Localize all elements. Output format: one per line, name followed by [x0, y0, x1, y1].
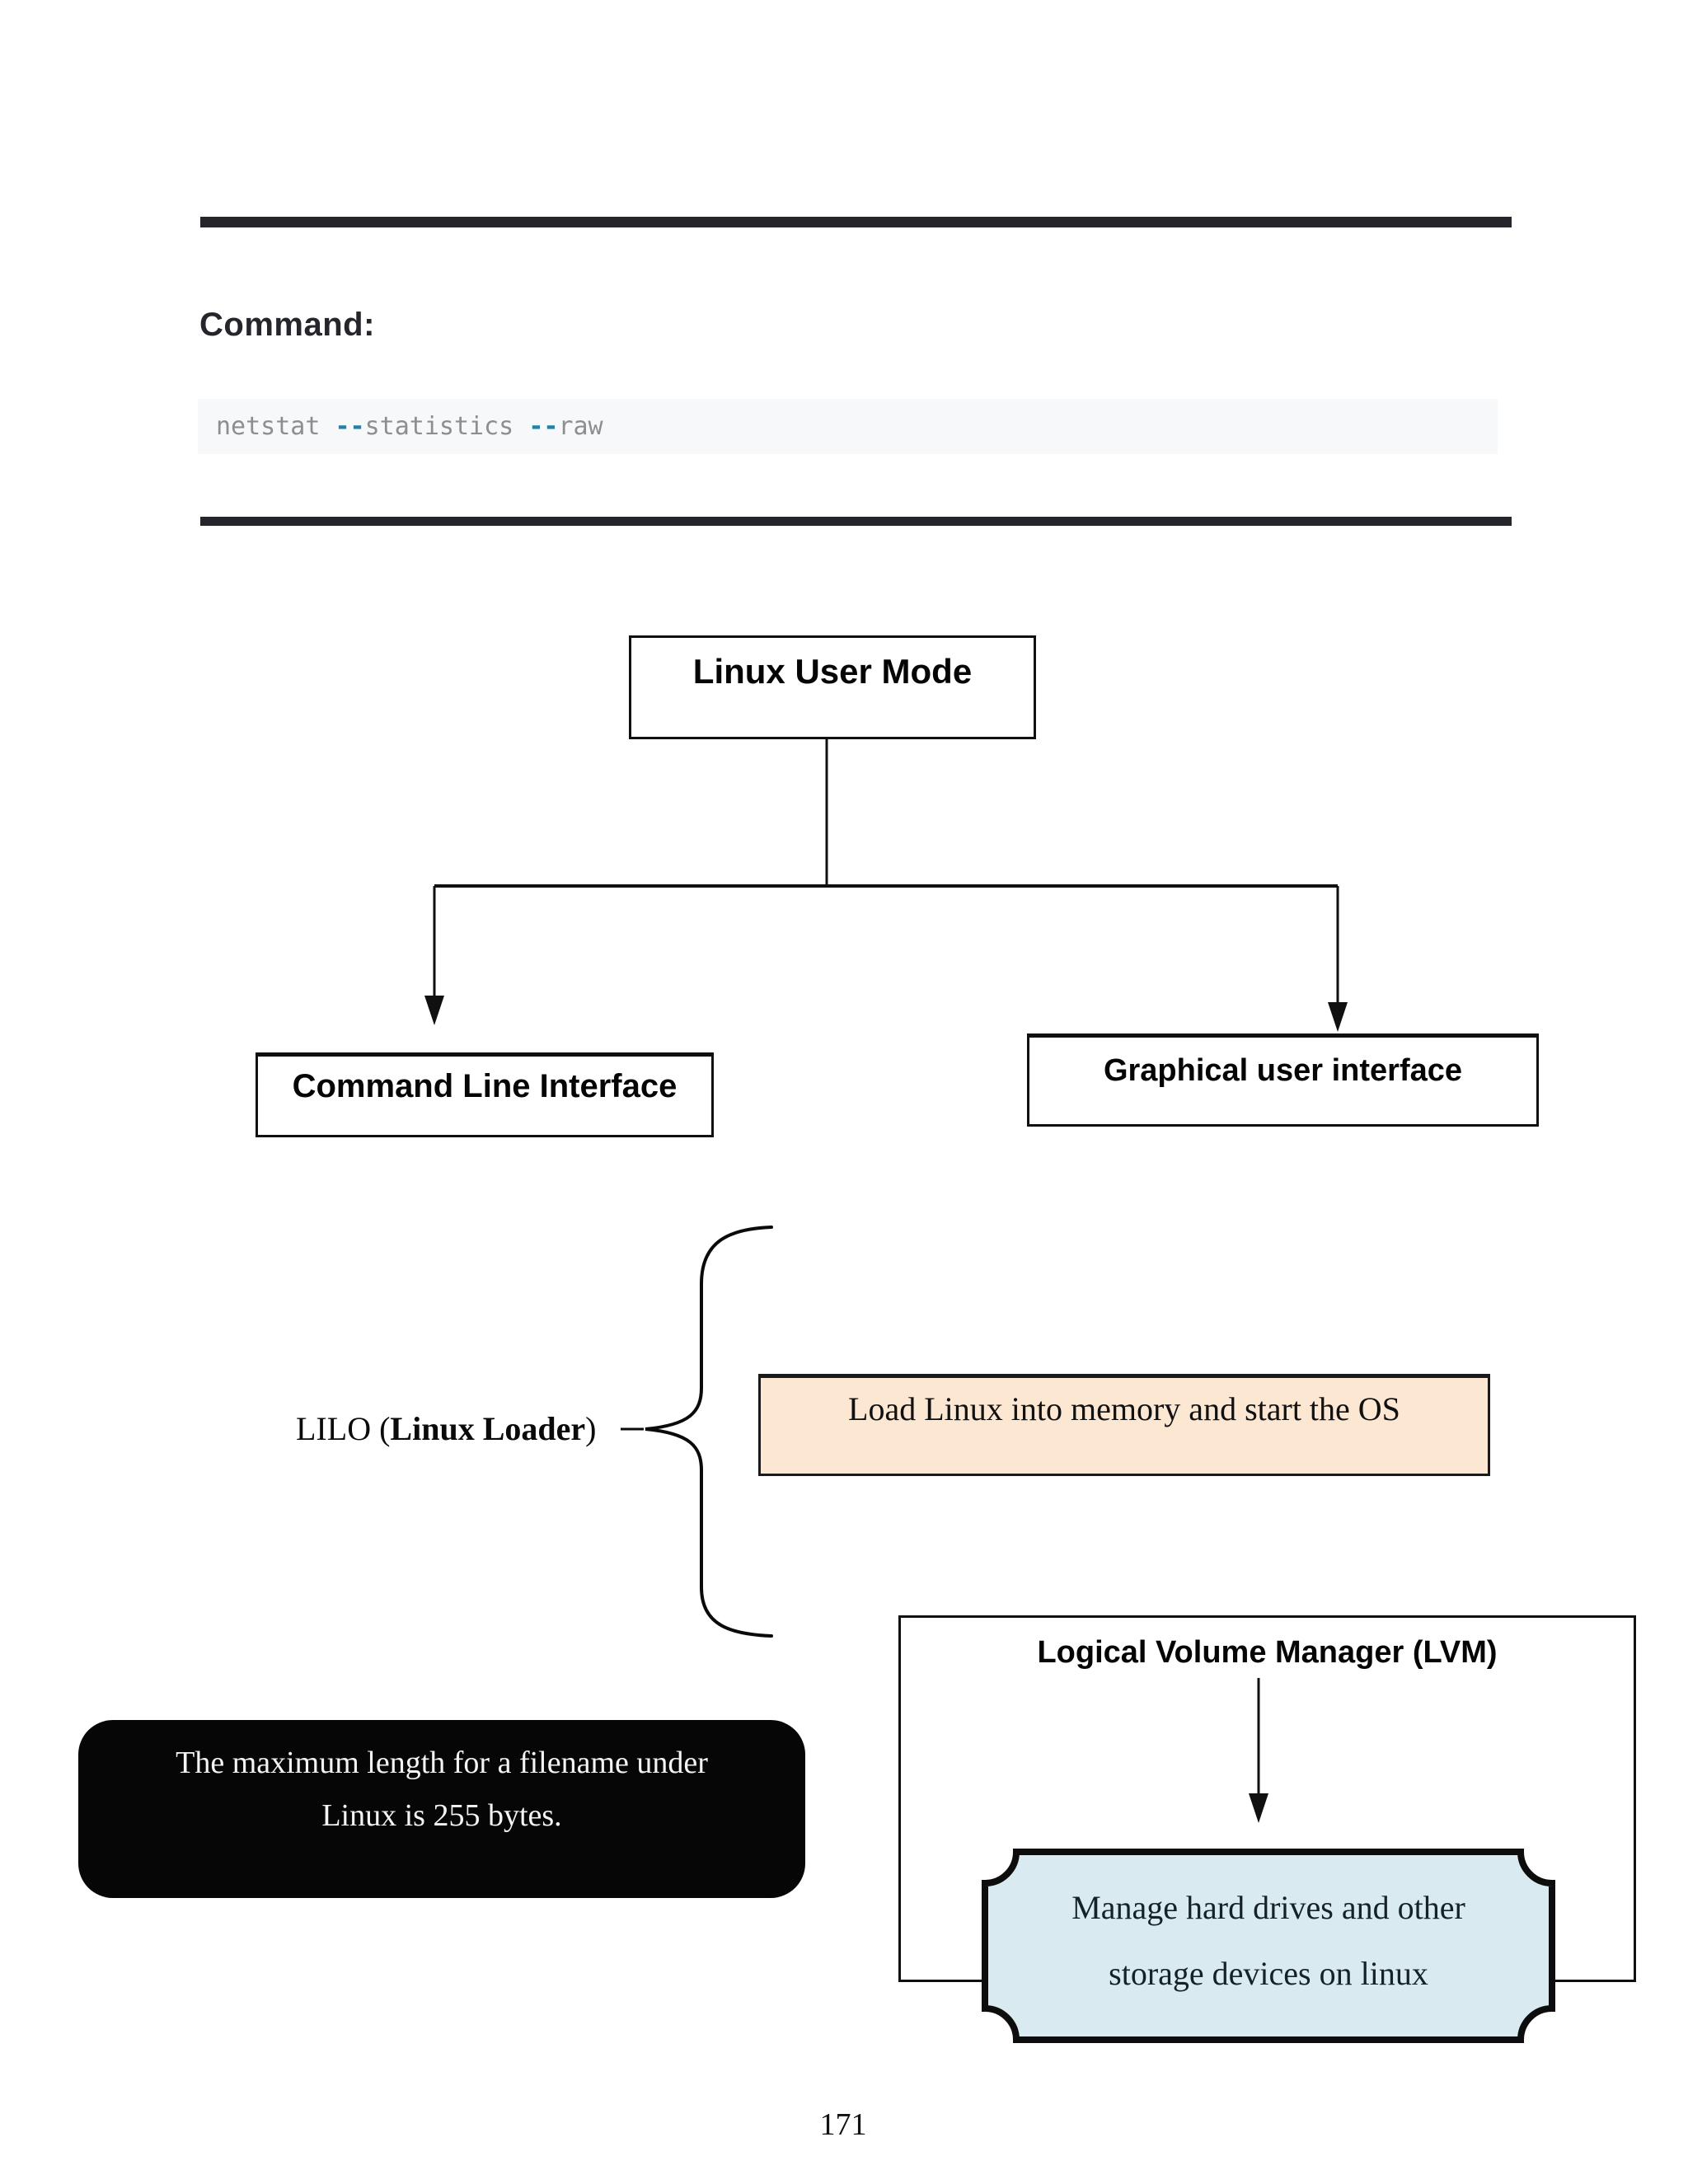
- code-token: statistics: [364, 412, 529, 441]
- code-operator: --: [335, 412, 365, 441]
- code-token: raw: [558, 412, 603, 441]
- code-token: netstat: [216, 412, 335, 441]
- manage-drives-plaque: Manage hard drives and other storage dev…: [982, 1849, 1555, 2043]
- note-line-1: The maximum length for a filename under: [176, 1746, 708, 1780]
- bottom-rule: [200, 517, 1512, 526]
- lilo-prefix: LILO (: [296, 1410, 391, 1447]
- note-line-2: Linux is 255 bytes.: [321, 1798, 562, 1833]
- page-number: 171: [819, 2107, 867, 2142]
- code-block: netstat --statistics --raw: [198, 399, 1498, 454]
- lilo-bold-text: Linux Loader: [390, 1410, 586, 1447]
- filename-note-box: The maximum length for a filename under …: [78, 1720, 805, 1898]
- graphical-user-interface-label: Graphical user interface: [1103, 1053, 1463, 1088]
- command-line-interface-label: Command Line Interface: [292, 1068, 678, 1104]
- plaque-outline: [982, 1849, 1555, 2043]
- plaque-line-1: Manage hard drives and other: [1071, 1889, 1465, 1926]
- lilo-suffix: ): [585, 1410, 597, 1447]
- linux-user-mode-box: Linux User Mode: [629, 635, 1036, 739]
- code-line: netstat --statistics --raw: [216, 399, 603, 454]
- plaque-text: Manage hard drives and other storage dev…: [982, 1849, 1555, 2007]
- lilo-label: LILO (Linux Loader): [296, 1410, 596, 1448]
- command-line-interface-box: Command Line Interface: [256, 1052, 714, 1137]
- command-heading: Command:: [199, 307, 375, 343]
- lvm-title: Logical Volume Manager (LVM): [1037, 1635, 1498, 1670]
- plaque-shape: [982, 1849, 1555, 2043]
- plaque-line-2: storage devices on linux: [1109, 1955, 1428, 1992]
- code-operator: --: [528, 412, 559, 441]
- arrow-down-icon: [424, 996, 444, 1025]
- curly-brace-icon: [645, 1226, 773, 1638]
- load-linux-box: Load Linux into memory and start the OS: [758, 1374, 1490, 1476]
- linux-user-mode-label: Linux User Mode: [692, 652, 973, 691]
- arrow-down-icon: [1328, 1002, 1348, 1032]
- top-rule: [200, 217, 1512, 227]
- load-linux-label: Load Linux into memory and start the OS: [848, 1390, 1400, 1427]
- graphical-user-interface-box: Graphical user interface: [1027, 1033, 1539, 1127]
